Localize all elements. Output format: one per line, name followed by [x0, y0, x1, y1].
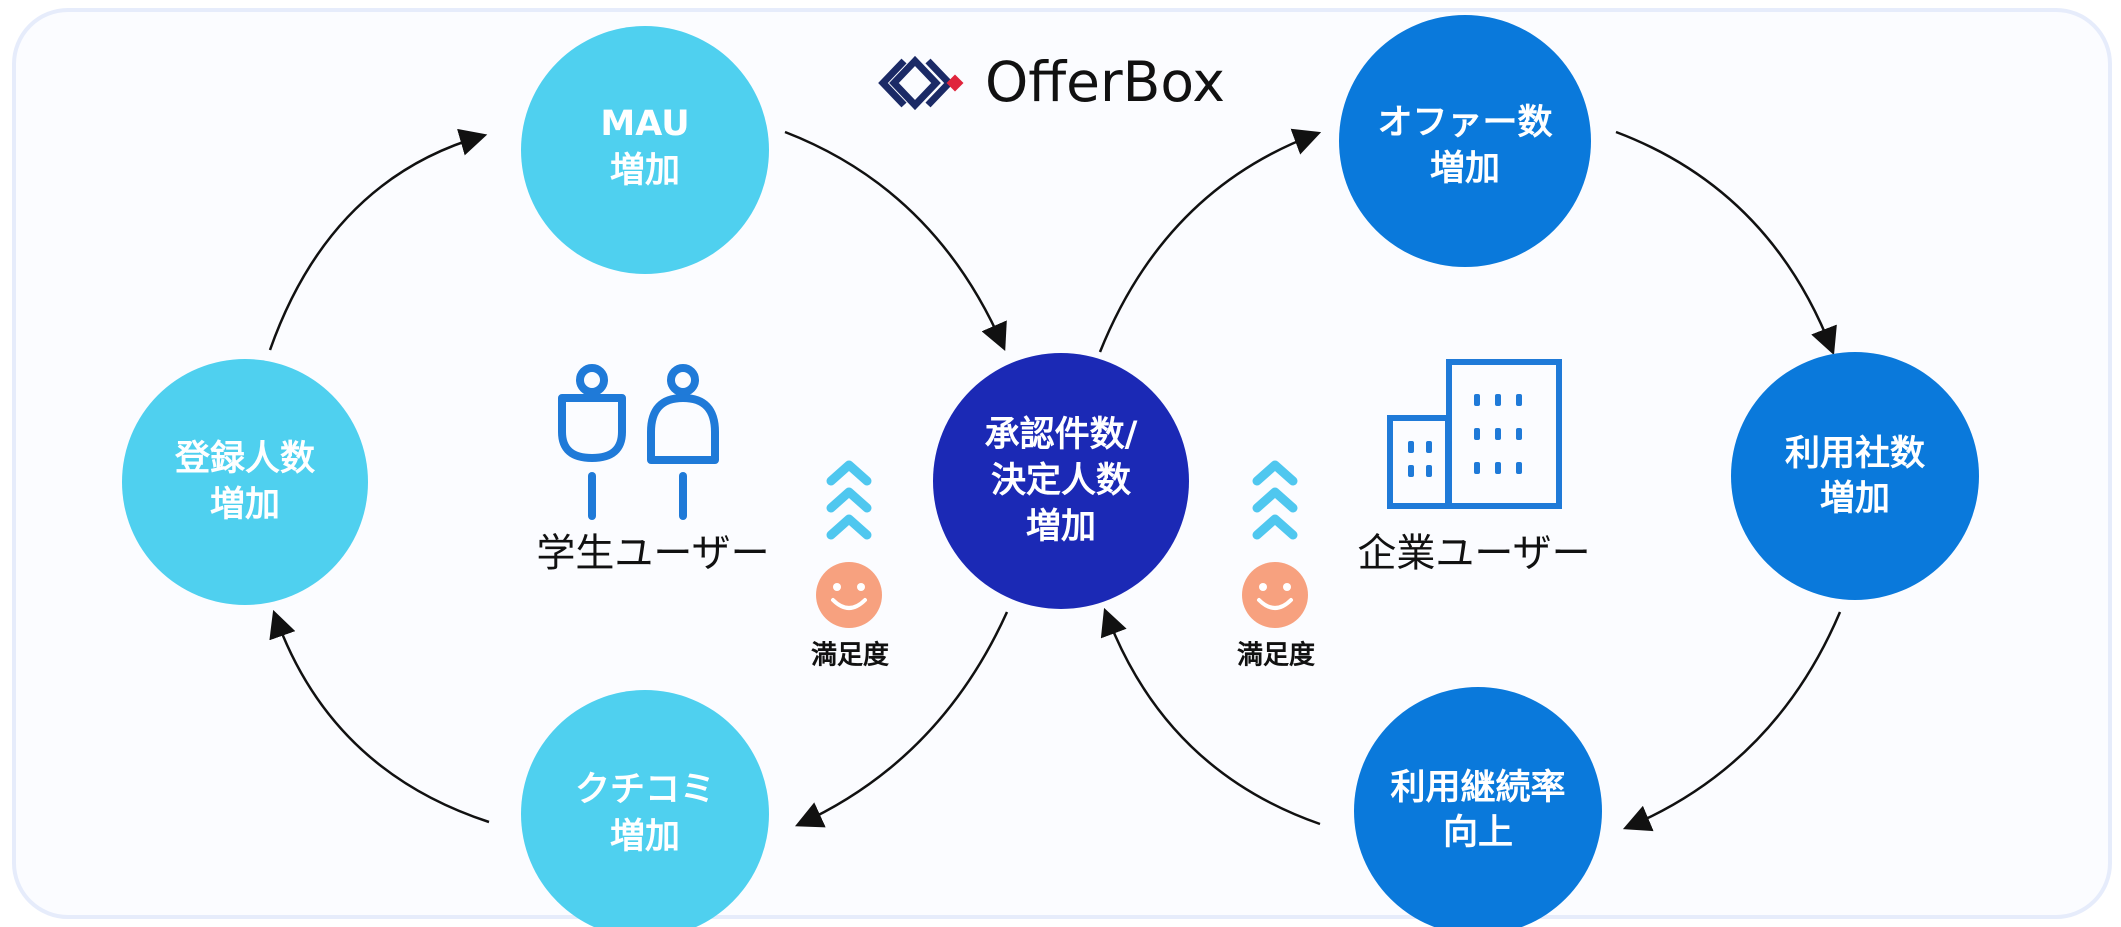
building-icon	[1387, 359, 1562, 509]
node-companies-line1: 利用社数	[1785, 434, 1925, 474]
arrow-companies-to-retention	[1622, 611, 1842, 832]
students-label: 学生ユーザー	[536, 532, 769, 577]
node-registration-line1: 登録人数	[174, 439, 315, 479]
arrow-center-to-reviews	[794, 611, 1009, 828]
node-retention-line2: 向上	[1443, 813, 1513, 853]
node-reviews: クチコミ 増加	[521, 690, 769, 927]
node-offers-line2: 増加	[1430, 149, 1500, 189]
node-offers: オファー数 増加	[1339, 15, 1591, 267]
arrow-mau-to-center	[784, 130, 1007, 352]
logo-wordmark: OfferBox	[985, 50, 1225, 114]
arrow-registration-to-mau	[268, 128, 488, 351]
left-satisfaction-label: 満足度	[811, 640, 889, 671]
arrow-reviews-to-registration	[269, 609, 490, 824]
arrow-center-to-offers	[1098, 128, 1322, 353]
node-mau-line2: 増加	[610, 151, 680, 191]
node-retention: 利用継続率 向上	[1354, 687, 1602, 927]
cycle-arrows	[268, 128, 1842, 832]
node-reviews-line1: クチコミ	[575, 770, 715, 810]
node-companies-line2: 増加	[1820, 479, 1890, 519]
node-retention-line1: 利用継続率	[1390, 768, 1565, 808]
node-reviews-line2: 増加	[610, 817, 680, 857]
right-smiley-icon	[1242, 562, 1308, 628]
node-registration: 登録人数 増加	[122, 359, 368, 605]
node-center: 承認件数/ 決定人数 増加	[933, 353, 1189, 609]
students-icon	[558, 364, 719, 520]
left-smiley-icon	[816, 562, 882, 628]
companies-label: 企業ユーザー	[1357, 532, 1590, 577]
node-companies: 利用社数 増加	[1731, 352, 1979, 600]
node-registration-line2: 増加	[210, 485, 280, 525]
offerbox-logo: OfferBox	[878, 50, 1225, 114]
arrow-retention-to-center	[1100, 607, 1321, 826]
left-satisfaction-chevrons-icon	[826, 460, 872, 540]
node-center-line2: 決定人数	[991, 461, 1131, 501]
offerbox-logo-mark-icon	[878, 55, 964, 111]
right-satisfaction-label: 満足度	[1237, 640, 1315, 671]
node-mau-line1: MAU	[600, 104, 689, 144]
node-offers-line1: オファー数	[1377, 103, 1552, 143]
node-center-line1: 承認件数/	[985, 415, 1138, 455]
arrow-offers-to-companies	[1615, 130, 1837, 356]
node-mau: MAU 増加	[521, 26, 769, 274]
right-satisfaction-chevrons-icon	[1252, 460, 1298, 540]
node-center-line3: 増加	[1026, 507, 1096, 547]
